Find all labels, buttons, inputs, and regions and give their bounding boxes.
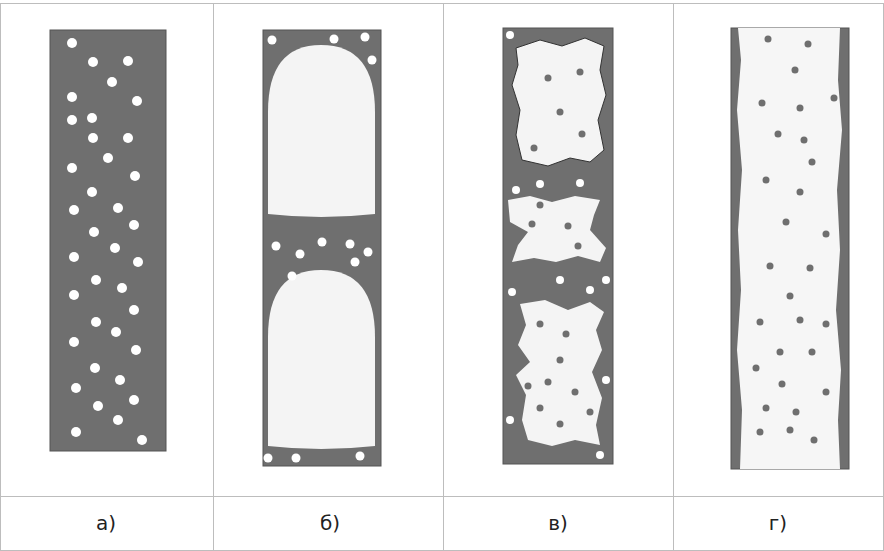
- panel-label: б): [320, 511, 340, 535]
- bubbly-flow-tube: [50, 30, 166, 451]
- table-grid: [0, 3, 884, 551]
- churn-flow-tube: [503, 28, 613, 474]
- slug-flow-tube: [263, 30, 381, 466]
- panel-label: в): [548, 511, 568, 535]
- panel-label: г): [769, 511, 787, 535]
- annular-flow-tube: [731, 28, 849, 469]
- panel-label: а): [96, 511, 116, 535]
